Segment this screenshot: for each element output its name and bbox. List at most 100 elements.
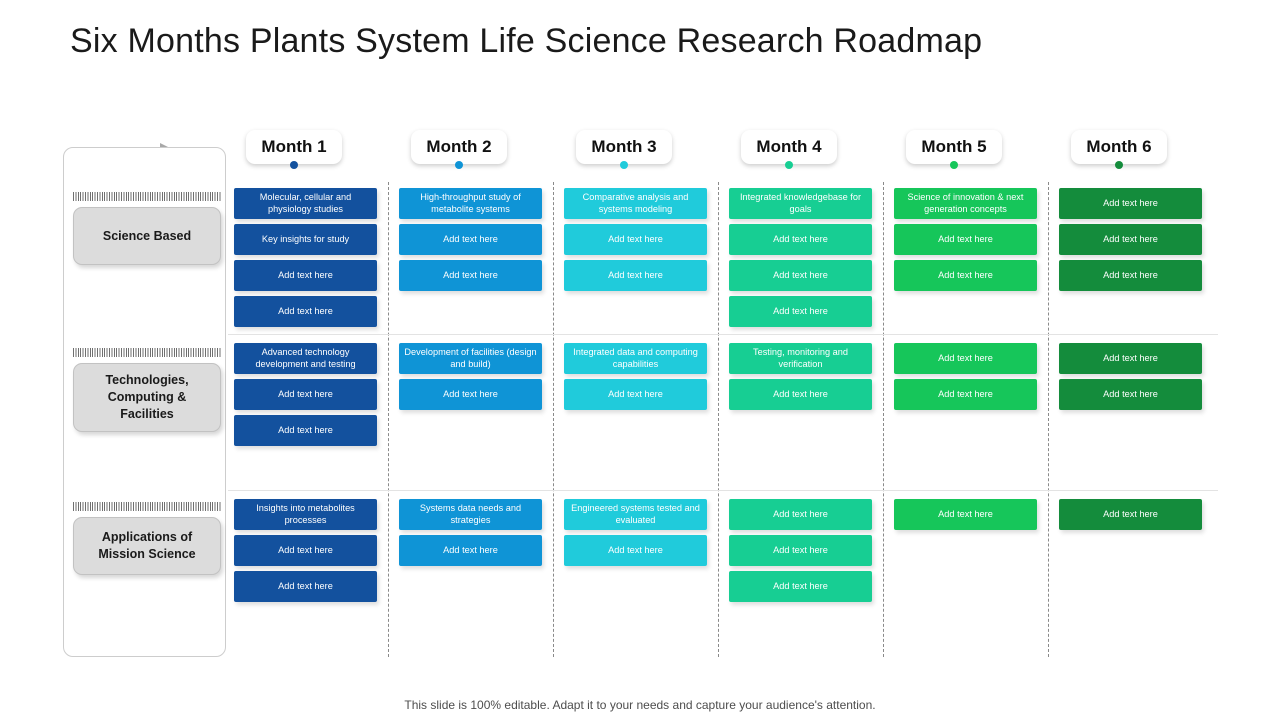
task-cell-r1-m1-1[interactable]: Molecular, cellular and physiology studi…	[234, 188, 377, 219]
task-cell-r1-m5-2[interactable]: Add text here	[894, 224, 1037, 255]
task-cell-label: Add text here	[608, 233, 663, 244]
hatch-divider-icon	[73, 502, 221, 511]
task-cell-label: Add text here	[443, 388, 498, 399]
task-cell-r2-m2-1[interactable]: Development of facilities (design and bu…	[399, 343, 542, 374]
task-cell-label: Add text here	[278, 269, 333, 280]
month-header-3[interactable]: Month 3	[576, 130, 672, 164]
task-cell-r2-m5-2[interactable]: Add text here	[894, 379, 1037, 410]
task-cell-label: Integrated data and computing capabiliti…	[573, 347, 698, 369]
task-cell-r1-m6-2[interactable]: Add text here	[1059, 224, 1202, 255]
task-cell-r1-m3-1[interactable]: Comparative analysis and systems modelin…	[564, 188, 707, 219]
column-separator-4	[883, 182, 884, 657]
month-header-2[interactable]: Month 2	[411, 130, 507, 164]
task-cell-r3-m1-2[interactable]: Add text here	[234, 535, 377, 566]
task-cell-r2-m1-1[interactable]: Advanced technology development and test…	[234, 343, 377, 374]
task-cell-r1-m2-3[interactable]: Add text here	[399, 260, 542, 291]
task-cell-r1-m3-2[interactable]: Add text here	[564, 224, 707, 255]
task-cell-label: Add text here	[1103, 269, 1158, 280]
row-category-box[interactable]: Science Based	[73, 207, 221, 265]
task-cell-label: Add text here	[938, 388, 993, 399]
task-cell-r1-m2-2[interactable]: Add text here	[399, 224, 542, 255]
task-cell-label: Add text here	[938, 269, 993, 280]
task-cell-label: Advanced technology development and test…	[255, 347, 356, 369]
task-cell-label: Add text here	[278, 544, 333, 555]
task-cell-r2-m1-3[interactable]: Add text here	[234, 415, 377, 446]
task-cell-r2-m1-2[interactable]: Add text here	[234, 379, 377, 410]
task-cell-r3-m4-2[interactable]: Add text here	[729, 535, 872, 566]
task-cell-label: Add text here	[773, 233, 828, 244]
task-cell-label: Molecular, cellular and physiology studi…	[259, 192, 352, 214]
task-cell-label: Add text here	[278, 424, 333, 435]
task-cell-label: Add text here	[278, 305, 333, 316]
task-cell-r3-m2-1[interactable]: Systems data needs and strategies	[399, 499, 542, 530]
task-cell-label: Science of innovation & next generation …	[907, 192, 1024, 214]
task-cell-r3-m3-2[interactable]: Add text here	[564, 535, 707, 566]
task-cell-label: High-throughput study of metabolite syst…	[420, 192, 521, 214]
month-header-label: Month 2	[426, 137, 492, 156]
band-separator-1	[228, 334, 1218, 335]
task-cell-r1-m1-2[interactable]: Key insights for study	[234, 224, 377, 255]
task-cell-r2-m6-2[interactable]: Add text here	[1059, 379, 1202, 410]
task-cell-label: Add text here	[938, 233, 993, 244]
task-cell-r1-m5-3[interactable]: Add text here	[894, 260, 1037, 291]
month-header-5[interactable]: Month 5	[906, 130, 1002, 164]
task-cell-r2-m6-1[interactable]: Add text here	[1059, 343, 1202, 374]
month-marker-dot-6	[1115, 161, 1123, 169]
task-cell-r1-m4-2[interactable]: Add text here	[729, 224, 872, 255]
month-header-4[interactable]: Month 4	[741, 130, 837, 164]
task-cell-r2-m3-2[interactable]: Add text here	[564, 379, 707, 410]
task-cell-label: Add text here	[938, 508, 993, 519]
month-marker-dot-3	[620, 161, 628, 169]
task-cell-label: Add text here	[773, 388, 828, 399]
task-cell-label: Add text here	[278, 580, 333, 591]
task-cell-r1-m2-1[interactable]: High-throughput study of metabolite syst…	[399, 188, 542, 219]
task-cell-label: Development of facilities (design and bu…	[404, 347, 537, 369]
row-category-label: Applications of Mission Science	[98, 530, 196, 561]
task-cell-r1-m1-4[interactable]: Add text here	[234, 296, 377, 327]
row-category-box[interactable]: Technologies, Computing & Facilities	[73, 363, 221, 432]
task-cell-label: Add text here	[1103, 233, 1158, 244]
task-cell-label: Engineered systems tested and evaluated	[571, 503, 700, 525]
task-cell-r1-m4-4[interactable]: Add text here	[729, 296, 872, 327]
task-cell-r1-m5-1[interactable]: Science of innovation & next generation …	[894, 188, 1037, 219]
task-cell-label: Add text here	[608, 544, 663, 555]
row-category-box[interactable]: Applications of Mission Science	[73, 517, 221, 575]
column-separator-5	[1048, 182, 1049, 657]
task-cell-r1-m6-1[interactable]: Add text here	[1059, 188, 1202, 219]
task-cell-r1-m3-3[interactable]: Add text here	[564, 260, 707, 291]
task-cell-r1-m4-3[interactable]: Add text here	[729, 260, 872, 291]
task-cell-r2-m2-2[interactable]: Add text here	[399, 379, 542, 410]
task-cell-r2-m3-1[interactable]: Integrated data and computing capabiliti…	[564, 343, 707, 374]
task-cell-r3-m2-2[interactable]: Add text here	[399, 535, 542, 566]
task-cell-r3-m4-3[interactable]: Add text here	[729, 571, 872, 602]
month-header-label: Month 4	[756, 137, 822, 156]
task-cell-r2-m5-1[interactable]: Add text here	[894, 343, 1037, 374]
task-cell-label: Add text here	[278, 388, 333, 399]
month-header-label: Month 3	[591, 137, 657, 156]
task-cell-r3-m3-1[interactable]: Engineered systems tested and evaluated	[564, 499, 707, 530]
task-cell-r3-m4-1[interactable]: Add text here	[729, 499, 872, 530]
roadmap-grid: Molecular, cellular and physiology studi…	[228, 182, 1218, 657]
month-header-1[interactable]: Month 1	[246, 130, 342, 164]
row-category-label: Technologies, Computing & Facilities	[105, 373, 189, 421]
month-marker-dot-5	[950, 161, 958, 169]
task-cell-r3-m5-1[interactable]: Add text here	[894, 499, 1037, 530]
hatch-divider-icon	[73, 192, 221, 201]
task-cell-r3-m1-3[interactable]: Add text here	[234, 571, 377, 602]
column-separator-2	[553, 182, 554, 657]
row-label-block-2: Technologies, Computing & Facilities	[73, 348, 221, 432]
task-cell-r1-m4-1[interactable]: Integrated knowledgebase for goals	[729, 188, 872, 219]
task-cell-r3-m6-1[interactable]: Add text here	[1059, 499, 1202, 530]
month-header-label: Month 6	[1086, 137, 1152, 156]
task-cell-r3-m1-1[interactable]: Insights into metabolites processes	[234, 499, 377, 530]
month-header-label: Month 1	[261, 137, 327, 156]
task-cell-label: Add text here	[1103, 352, 1158, 363]
month-header-row: Month 1 Month 2 Month 3 Month 4 Month 5 Month…	[228, 130, 1220, 172]
task-cell-r2-m4-2[interactable]: Add text here	[729, 379, 872, 410]
column-separator-3	[718, 182, 719, 657]
task-cell-r1-m1-3[interactable]: Add text here	[234, 260, 377, 291]
task-cell-r2-m4-1[interactable]: Testing, monitoring and verification	[729, 343, 872, 374]
task-cell-r1-m6-3[interactable]: Add text here	[1059, 260, 1202, 291]
footer-note: This slide is 100% editable. Adapt it to…	[404, 698, 876, 712]
month-header-6[interactable]: Month 6	[1071, 130, 1167, 164]
